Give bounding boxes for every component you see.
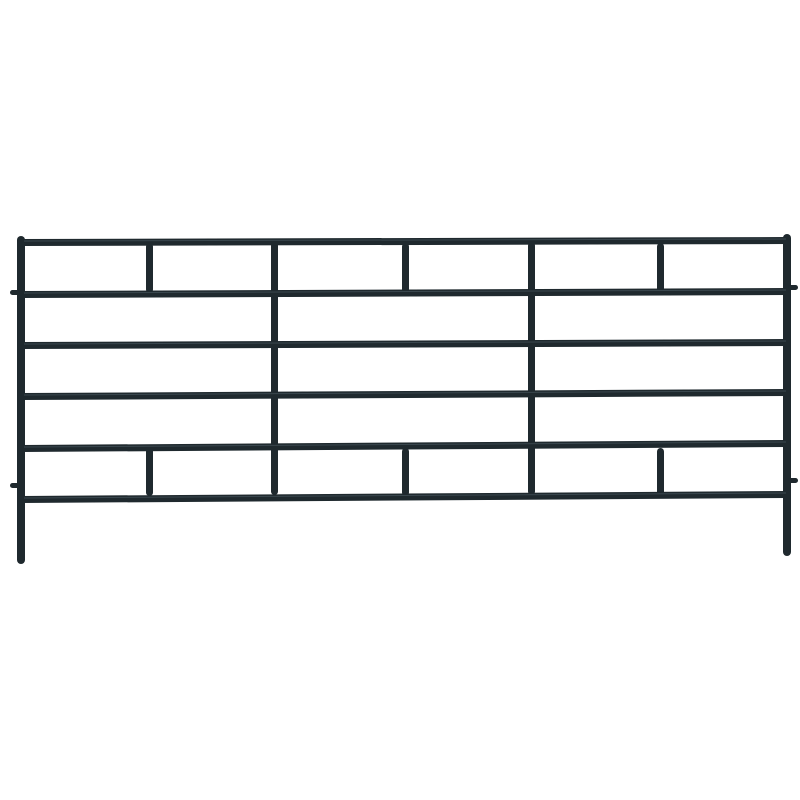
rail-highlight — [23, 340, 787, 345]
left-connector-tab — [10, 290, 20, 295]
left-post — [17, 236, 25, 564]
short-stay-top — [657, 243, 664, 293]
right-connector-tab — [788, 478, 798, 483]
rail-highlight — [23, 441, 787, 448]
vertical-stay — [528, 242, 535, 495]
short-stay-top — [146, 243, 153, 293]
rail-highlight — [23, 289, 787, 294]
right-connector-tab — [788, 285, 798, 290]
short-stay-bottom — [146, 448, 153, 496]
left-connector-tab — [10, 483, 20, 488]
short-stay-bottom — [402, 448, 409, 496]
rail-highlight — [23, 238, 787, 242]
short-stay-bottom — [657, 448, 664, 496]
rail-highlight — [23, 390, 787, 396]
vertical-stay — [271, 242, 278, 495]
rail-highlight — [23, 492, 787, 499]
short-stay-top — [402, 243, 409, 293]
